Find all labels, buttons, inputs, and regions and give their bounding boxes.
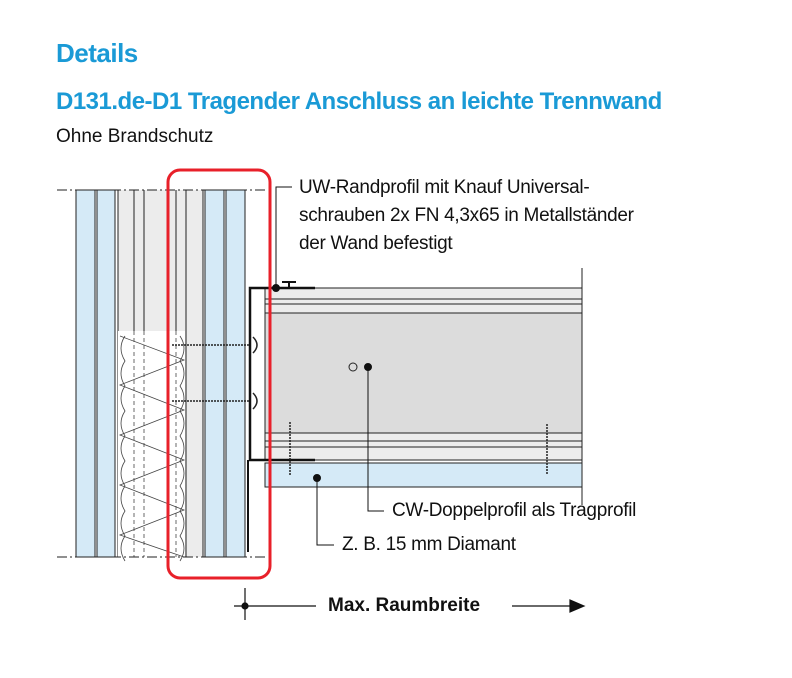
label-board: Z. B. 15 mm Diamant [342,534,516,555]
cw-profile [264,268,583,505]
highlight-frame [166,168,272,580]
section-heading: Details [56,38,138,68]
uw-profile [248,286,315,462]
label-uw-profile: UW-Randprofil mit Knauf Universal- schra… [299,174,634,258]
label-line: schrauben 2x FN 4,3x65 in Metallständer [299,205,634,226]
fastener-icon [282,281,296,288]
ceiling-board [264,462,583,488]
subtitle: Ohne Brandschutz [56,126,214,147]
partition-wall [75,189,246,558]
label-line: UW-Randprofil mit Knauf Universal- [299,177,590,198]
profile-symbol-icon [348,362,358,372]
axis-lines [57,189,265,558]
label-line: der Wand befestigt [299,233,453,254]
detail-title: D131.de-D1 Tragender Anschluss an leicht… [56,88,662,115]
arrow-right-icon [569,599,586,613]
dimension-label: Max. Raumbreite [328,595,481,616]
wall-screw-icon [172,336,258,410]
label-cw-profile: CW-Doppelprofil als Tragprofil [392,500,637,521]
leader-lines [272,186,384,546]
insulation [118,331,186,562]
ceiling-screw-icon [289,422,548,475]
dimension-line [234,588,586,620]
